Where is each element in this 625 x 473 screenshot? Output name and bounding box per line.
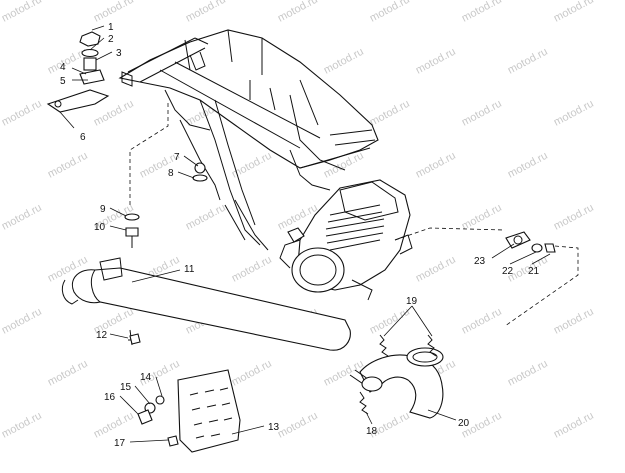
callout-9: 9	[100, 204, 106, 215]
watermark-text: motod.ru	[0, 98, 44, 129]
watermark-text: motod.ru	[552, 410, 596, 441]
watermark-text: motod.ru	[230, 254, 274, 285]
watermark-text: motod.ru	[506, 46, 550, 77]
callout-2: 2	[108, 34, 114, 45]
callout-7: 7	[174, 152, 180, 163]
watermark-text: motod.ru	[46, 150, 90, 181]
callout-4: 4	[60, 62, 66, 73]
callout-21: 21	[528, 266, 540, 277]
watermark-text: motod.ru	[460, 98, 504, 129]
callout-11: 11	[184, 264, 195, 275]
callout-12: 12	[96, 330, 108, 341]
watermark-text: motod.ru	[414, 254, 458, 285]
watermark-text: motod.ru	[230, 150, 274, 181]
watermark-text: motod.ru	[368, 0, 412, 25]
callout-20: 20	[458, 418, 470, 429]
callout-18: 18	[366, 426, 378, 437]
heat-shield	[177, 369, 241, 453]
watermark-text: motod.ru	[0, 0, 44, 25]
watermark-text: motod.ru	[506, 358, 550, 389]
callout-8: 8	[168, 168, 174, 179]
watermark-text: motod.ru	[0, 410, 44, 441]
callout-16: 16	[104, 392, 116, 403]
watermark-text: motod.ru	[184, 0, 228, 25]
callout-17: 17	[114, 438, 126, 449]
watermark-text: motod.ru	[368, 306, 412, 337]
atv-frame	[118, 29, 379, 251]
callout-23: 23	[474, 256, 486, 267]
watermark-text: motod.ru	[552, 202, 596, 233]
watermark-text: motod.ru	[322, 46, 366, 77]
watermark-text: motod.ru	[230, 358, 274, 389]
watermark-text: motod.ru	[46, 358, 90, 389]
watermark-text: motod.ru	[506, 150, 550, 181]
watermark-text: motod.ru	[46, 46, 90, 77]
callout-13: 13	[268, 422, 280, 433]
watermark-text: motod.ru	[552, 98, 596, 129]
mounting-hardware	[46, 31, 556, 447]
watermark-text: motod.ru	[460, 306, 504, 337]
watermark-text: motod.ru	[414, 46, 458, 77]
callout-14: 14	[140, 372, 152, 383]
watermark-text: motod.ru	[0, 202, 44, 233]
watermark-text: motod.ru	[460, 202, 504, 233]
watermark-text: motod.ru	[414, 150, 458, 181]
watermark-text: motod.ru	[460, 0, 504, 25]
watermark-text: motod.ru	[276, 410, 320, 441]
engine	[279, 179, 413, 301]
leader-lines	[59, 25, 579, 443]
watermark-text: motod.ru	[92, 410, 136, 441]
watermark-text: motod.ru	[552, 0, 596, 25]
watermark-text: motod.ru	[552, 306, 596, 337]
callout-3: 3	[116, 48, 122, 59]
callout-10: 10	[94, 222, 106, 233]
exhaust-head-pipe	[349, 347, 444, 419]
callout-5: 5	[60, 76, 66, 87]
callout-6: 6	[80, 132, 86, 143]
watermark-text: motod.ru	[368, 98, 412, 129]
watermark-text: motod.ru	[276, 0, 320, 25]
watermark-text: motod.ru	[184, 202, 228, 233]
callout-19: 19	[406, 296, 418, 307]
callout-22: 22	[502, 266, 514, 277]
callout-numbers: 1 2 3 4 5 6 7 8 9 10 11 12 13 14 15 16 1…	[60, 22, 540, 449]
watermark-text: motod.ru	[92, 0, 136, 25]
callout-1: 1	[108, 22, 114, 33]
callout-15: 15	[120, 382, 132, 393]
watermark-text: motod.ru	[0, 306, 44, 337]
